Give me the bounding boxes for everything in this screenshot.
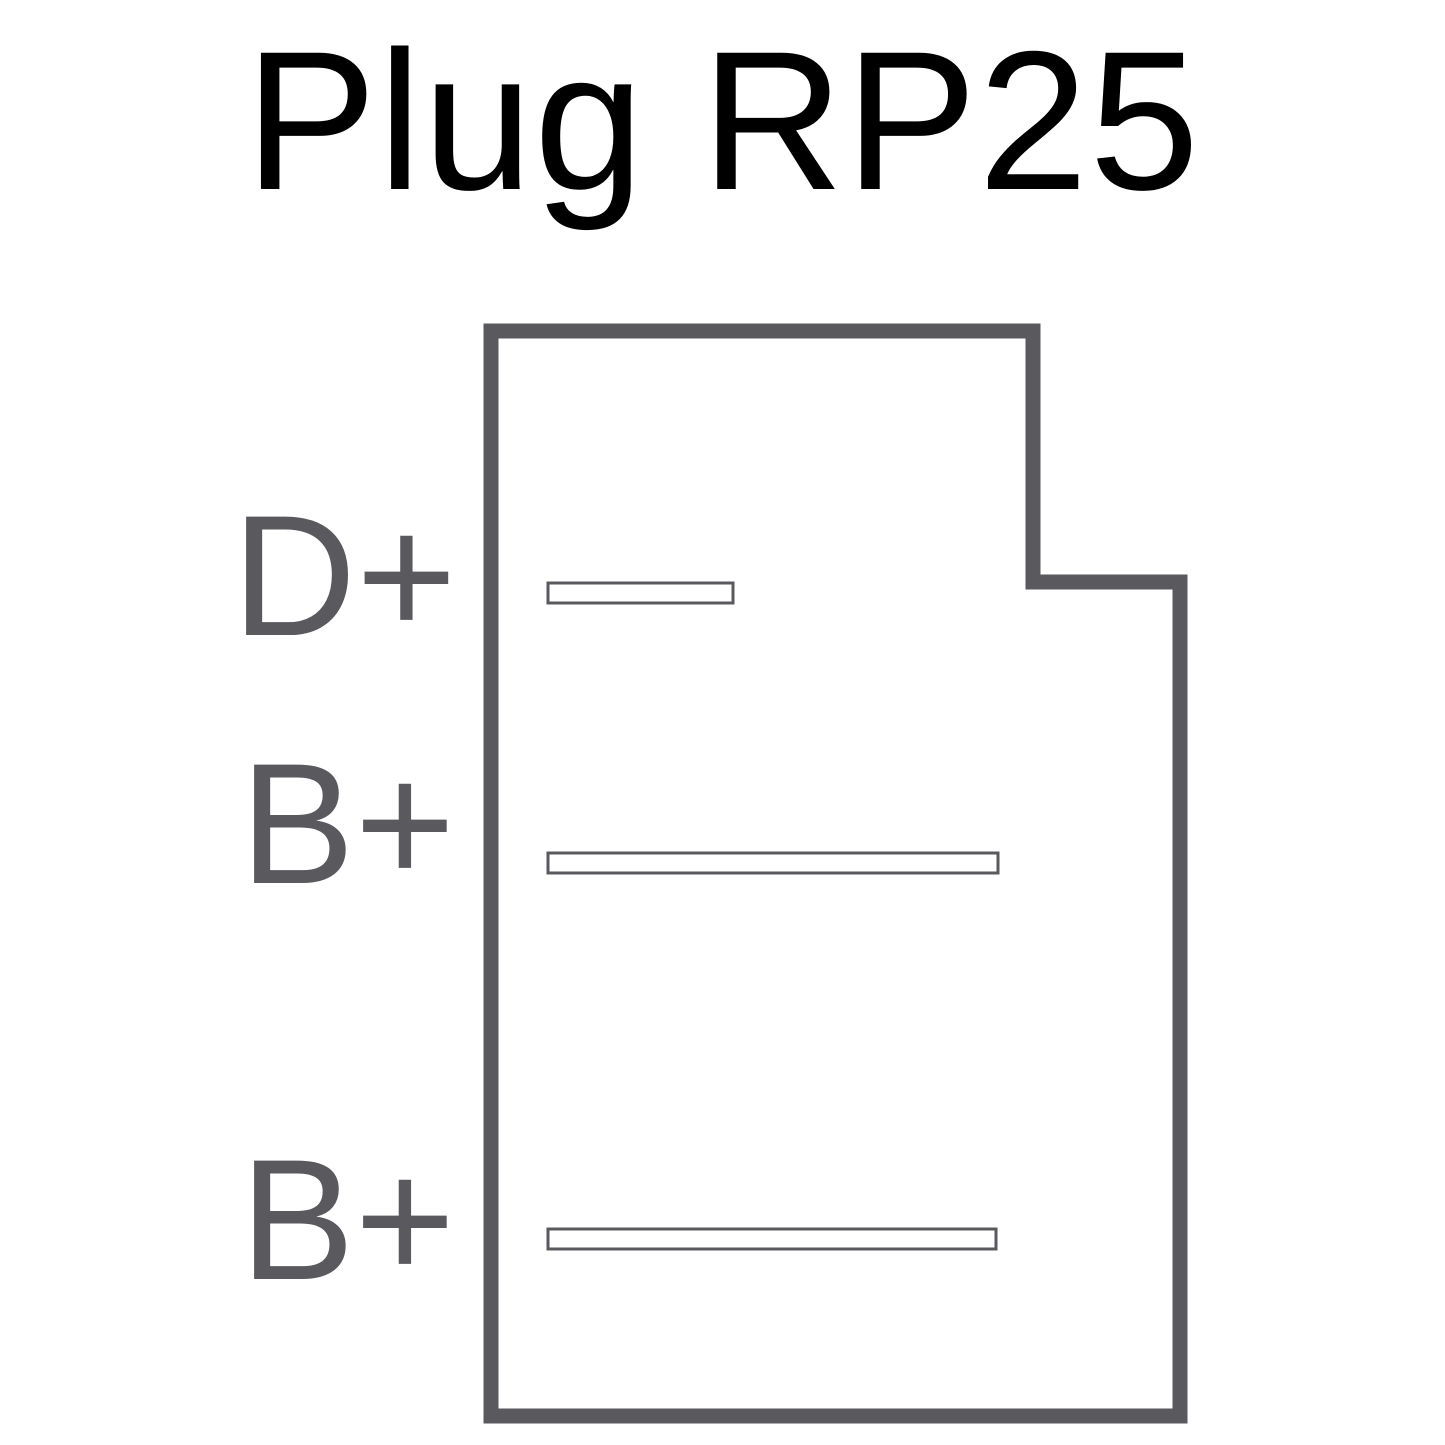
pin-slot-d-plus xyxy=(546,581,735,605)
pin-slot-b-plus-upper xyxy=(546,851,1000,875)
pin-label-b-plus-upper: B+ xyxy=(240,728,456,920)
pin-label-d-plus: D+ xyxy=(232,480,457,672)
pin-slot-b-plus-lower xyxy=(546,1227,998,1251)
connector-housing-outline xyxy=(483,323,1188,1424)
pin-label-b-plus-lower: B+ xyxy=(240,1124,456,1316)
diagram-title: Plug RP25 xyxy=(244,10,1201,231)
